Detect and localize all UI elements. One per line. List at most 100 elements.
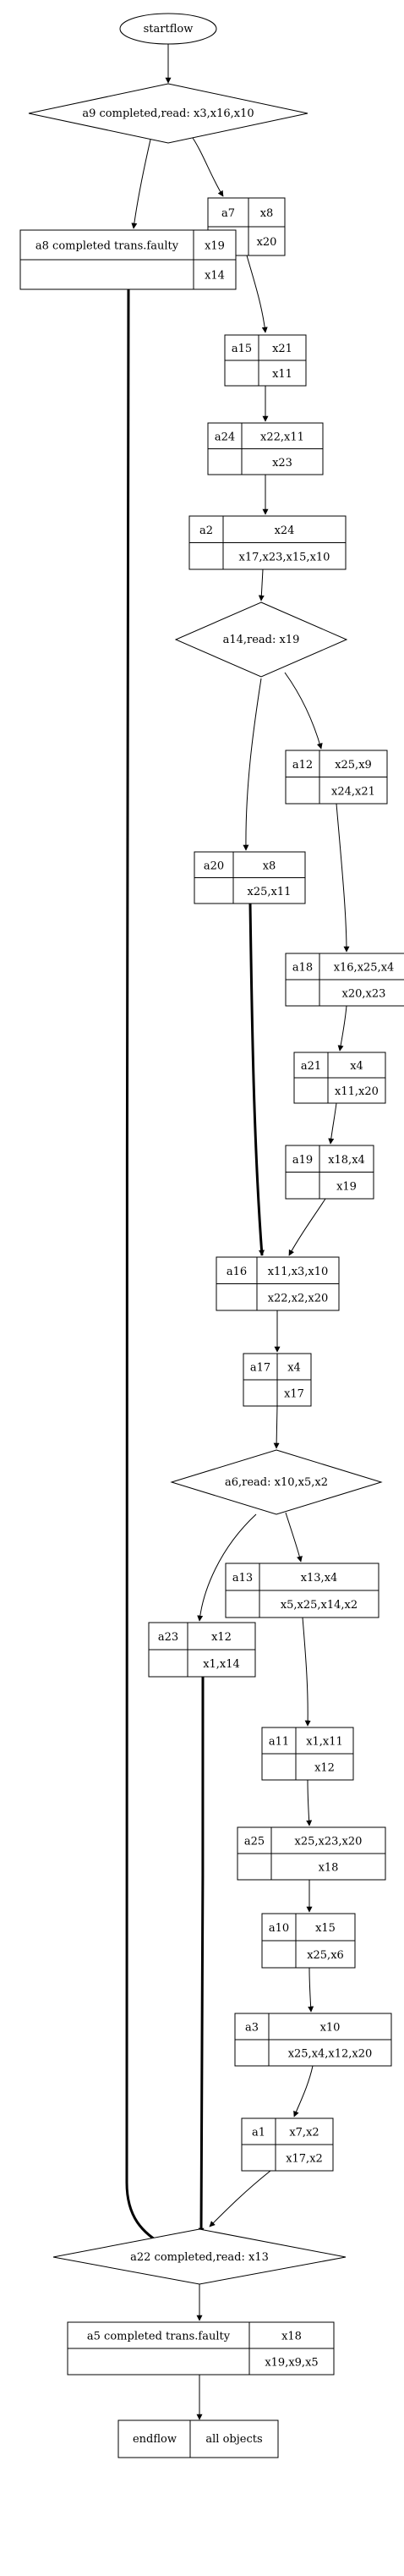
record-a8: a8 completed trans.faulty x19 x14: [19, 229, 237, 290]
edges: [125, 44, 350, 2420]
record-a10: a10 x15 x25,x6: [261, 1913, 356, 1969]
record-a13-top: x13,x4: [301, 1572, 338, 1585]
record-a5: a5 completed trans.faulty x18 x19,x9,x5: [67, 2321, 335, 2376]
record-a3-top: x10: [320, 2022, 341, 2035]
record-a23: a23 x12 x1,x14: [148, 1622, 256, 1678]
record-a18-name: a18: [292, 962, 313, 975]
start-label: startflow: [144, 23, 194, 36]
record-a25-top: x25,x23,x20: [295, 1836, 363, 1848]
record-a25: a25 x25,x23,x20 x18: [237, 1826, 386, 1881]
edge-d2-a20: [243, 678, 262, 851]
decision-d2: a14,read: x19: [174, 601, 348, 678]
record-nodes: a7 x8 x20 a8 completed trans.faulty x19 x14 a1…: [19, 197, 404, 2376]
decision-d2-label: a14,read: x19: [223, 634, 300, 646]
record-a3-bottom: x25,x4,x12,x20: [288, 2048, 373, 2061]
record-a15-top: x21: [272, 343, 292, 355]
record-a20-name: a20: [204, 860, 224, 872]
edge-a3-a1: [293, 2065, 314, 2117]
decision-d1-label: a9 completed,read: x3,x16,x10: [82, 107, 254, 120]
record-a16-name: a16: [227, 1266, 247, 1278]
end-left-label: endflow: [133, 2433, 177, 2446]
end-node: endflow all objects: [117, 2419, 279, 2458]
record-a19-top: x18,x4: [328, 1154, 365, 1167]
record-a3: a3 x10 x25,x4,x12,x20: [234, 2013, 392, 2067]
start-ellipse: [119, 13, 217, 45]
record-a20: a20 x8 x25,x11: [194, 851, 306, 904]
decision-d3-label: a6,read: x10,x5,x2: [225, 1476, 328, 1489]
record-a23-name: a23: [158, 1631, 178, 1644]
edge-a21-a19: [328, 1102, 337, 1145]
record-a2-bottom: x17,x23,x15,x10: [239, 551, 330, 563]
start-node: startflow: [119, 13, 217, 45]
record-a7-top: x8: [260, 207, 274, 220]
record-a5-bottom: x19,x9,x5: [265, 2357, 318, 2370]
record-a2-top: x24: [275, 525, 295, 537]
edge-d1-a7: [190, 135, 224, 197]
record-a23-top: x12: [211, 1631, 232, 1644]
decision-d4: a22 completed,read: x13: [52, 2228, 347, 2285]
record-a2: a2 x24 x17,x23,x15,x10: [188, 515, 347, 570]
end-right-label: all objects: [205, 2433, 262, 2446]
decision-d1: a9 completed,read: x3,x16,x10: [28, 83, 308, 144]
record-a20-top: x8: [263, 860, 276, 872]
record-a13-bottom: x5,x25,x14,x2: [281, 1599, 358, 1612]
record-a18-bottom: x20,x23: [342, 988, 386, 1001]
record-a15-bottom: x11: [272, 368, 292, 381]
edge-a10-a3: [308, 1967, 314, 2013]
record-a11-name: a11: [269, 1736, 289, 1749]
record-a8-name: a8 completed trans.faulty: [35, 240, 179, 253]
edge-a8-d4-bold: [125, 288, 167, 2248]
decision-d3: a6,read: x10,x5,x2: [170, 1449, 383, 1515]
edge-a7-a15: [246, 255, 268, 333]
record-a18-top: x16,x25,x4: [334, 962, 395, 975]
edge-a17-d3: [273, 1405, 280, 1449]
record-a11-top: x1,x11: [306, 1736, 343, 1749]
record-a21-name: a21: [301, 1060, 321, 1073]
edge-d3-a13: [285, 1512, 303, 1563]
edge-d2-a12: [284, 672, 323, 750]
record-a11-bottom: x12: [314, 1762, 335, 1775]
record-a17-name: a17: [250, 1362, 270, 1375]
record-a12-top: x25,x9: [335, 759, 372, 772]
record-a1-name: a1: [252, 2127, 265, 2139]
record-a18: a18 x16,x25,x4 x20,x23: [285, 953, 404, 1007]
decision-d4-label: a22 completed,read: x13: [130, 2251, 269, 2264]
record-a12-bottom: x24,x21: [331, 785, 375, 798]
record-a7-bottom: x20: [257, 236, 277, 249]
record-a23-bottom: x1,x14: [203, 1658, 240, 1671]
edge-a18-a21: [337, 1005, 347, 1052]
record-a2-name: a2: [199, 525, 213, 537]
record-a25-bottom: x18: [319, 1862, 339, 1875]
record-a25-name: a25: [244, 1836, 265, 1848]
decision-d1-shape: [28, 83, 308, 144]
decision-d2-shape: [174, 601, 348, 678]
record-a16-top: x11,x3,x10: [268, 1266, 329, 1278]
record-a10-bottom: x25,x6: [307, 1949, 344, 1962]
record-a3-name: a3: [245, 2022, 259, 2035]
record-a20-bottom: x25,x11: [248, 886, 292, 898]
edge-d3-a23: [197, 1513, 257, 1622]
record-a24-bottom: x23: [272, 457, 292, 470]
record-a5-top: x18: [281, 2331, 302, 2343]
edge-a19-a16: [288, 1198, 326, 1256]
record-a8-bottom: x14: [205, 270, 225, 283]
edge-a13-a11: [302, 1617, 311, 1727]
record-a11: a11 x1,x11 x12: [261, 1727, 354, 1781]
record-a7-name: a7: [221, 207, 235, 220]
record-a10-top: x15: [315, 1922, 336, 1935]
record-a8-top: x19: [205, 240, 225, 253]
decision-d4-shape: [52, 2228, 347, 2285]
record-a5-name: a5 completed trans.faulty: [87, 2331, 231, 2343]
decision-d3-shape: [170, 1449, 383, 1515]
record-a1-bottom: x17,x2: [286, 2153, 323, 2166]
record-a16-bottom: x22,x2,x20: [268, 1292, 329, 1304]
end-box: [117, 2419, 279, 2458]
record-a10-name: a10: [269, 1922, 289, 1935]
